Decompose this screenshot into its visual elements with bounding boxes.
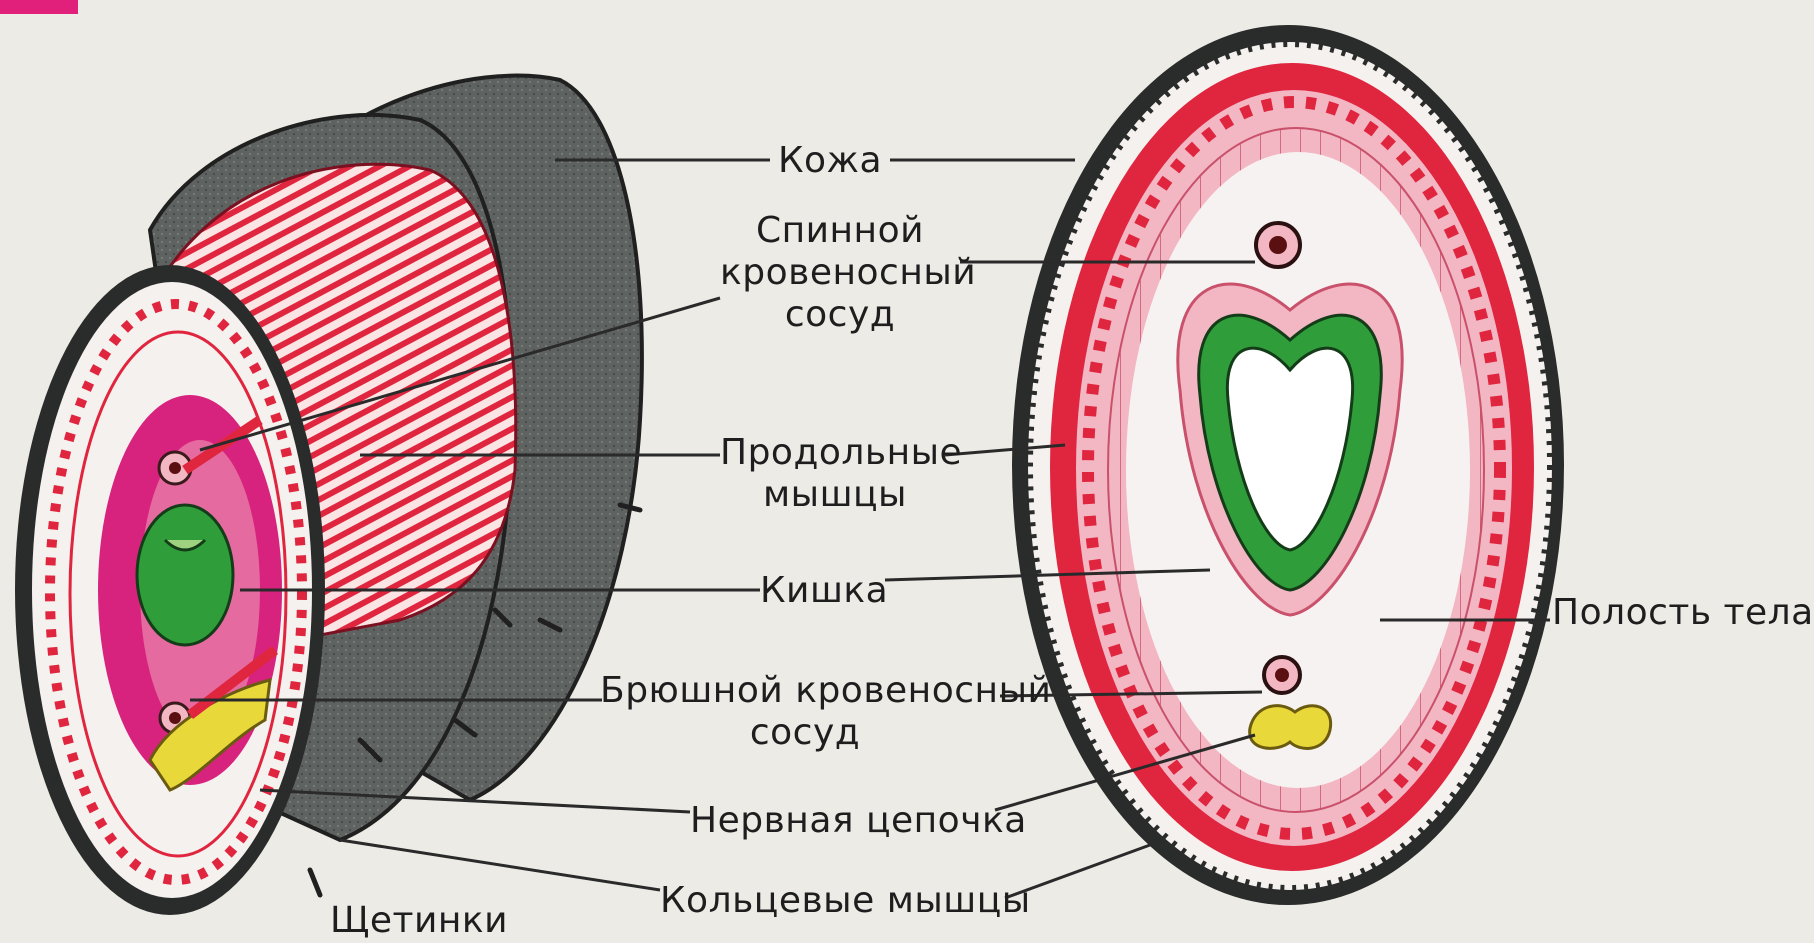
label-ventral-vessel-line1: Брюшной кровеносный <box>600 670 1010 712</box>
left-segment-illustration <box>15 76 642 915</box>
label-longitudinal-muscles: Продольные мышцы <box>720 432 950 516</box>
label-dorsal-vessel-line3: сосуд <box>720 294 960 336</box>
label-body-cavity: Полость тела <box>1552 592 1792 634</box>
cross-section-nerve-chain <box>1250 706 1331 749</box>
label-dorsal-vessel: Спинной кровеносный сосуд <box>720 210 960 336</box>
label-intestine: Кишка <box>760 570 885 612</box>
right-cross-section <box>1012 25 1564 905</box>
label-ventral-vessel-line2: сосуд <box>600 712 1010 754</box>
label-nerve-chain: Нервная цепочка <box>690 800 1000 842</box>
label-ventral-vessel: Брюшной кровеносный сосуд <box>600 670 1010 754</box>
label-circular-muscles: Кольцевые мышцы <box>660 880 1005 922</box>
corner-tag <box>0 0 78 14</box>
front-section-intestine <box>137 505 233 645</box>
label-longitudinal-muscles-line1: Продольные <box>720 432 950 474</box>
label-dorsal-vessel-line2: кровеносный <box>720 252 960 294</box>
label-longitudinal-muscles-line2: мышцы <box>720 474 950 516</box>
label-setae: Щетинки <box>330 900 500 942</box>
label-skin: Кожа <box>775 140 885 182</box>
label-dorsal-vessel-line1: Спинной <box>720 210 960 252</box>
